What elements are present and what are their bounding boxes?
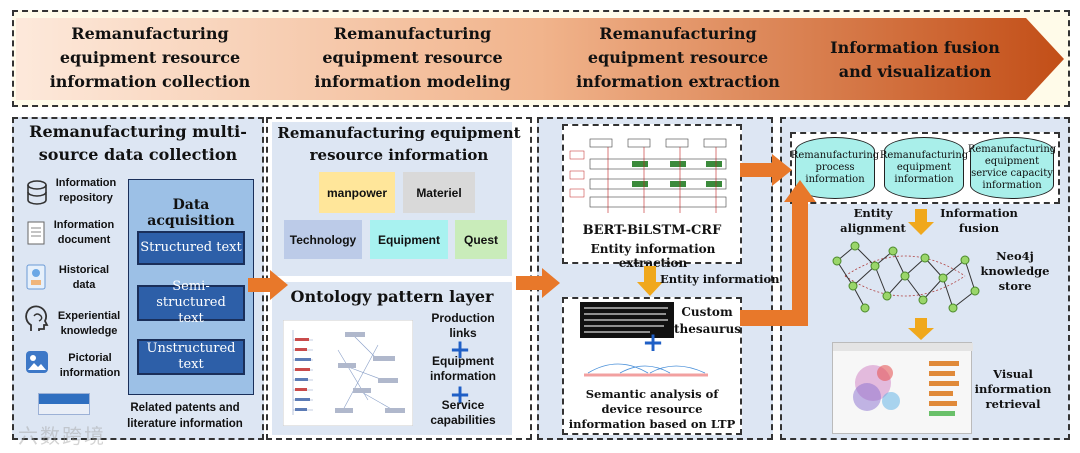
plus-icon: + — [642, 328, 664, 358]
ontology-production-links: Production links — [431, 311, 495, 340]
resource-info-title: Remanufacturing equipment resource infor… — [277, 124, 521, 164]
bert-model-caption: Entity information extraction — [590, 242, 716, 270]
stage-modeling-label: Remanufacturing equipment resource infor… — [314, 24, 511, 91]
database-icon — [27, 180, 47, 205]
thesaurus-label: Custom thesaurus — [674, 305, 741, 336]
knowledge-graph-image — [832, 241, 980, 313]
process-information-database: Remanufacturing process information — [791, 137, 879, 199]
ontology-title: Ontology pattern layer — [290, 287, 494, 306]
collection-title: Remanufacturing multi-source data collec… — [29, 122, 247, 164]
bert-model-label: BERT-BiLSTM-CRF — [582, 223, 722, 238]
visualization-cluster-image — [833, 343, 973, 416]
source-label-document: Information document — [53, 219, 115, 246]
model-subpanel — [562, 124, 742, 264]
head-brain-icon — [25, 305, 49, 331]
source-label-historical: Historical data — [58, 264, 110, 291]
data-acquisition-title: Data acquisition — [147, 197, 235, 229]
semantic-analysis-label: Semantic analysis of device resource inf… — [568, 387, 736, 431]
stage-extraction-label: Remanufacturing equipment resource infor… — [576, 24, 780, 91]
unstructured-text-box: Unstructured text — [137, 339, 245, 375]
structured-text-box: Structured text — [137, 231, 245, 265]
source-label-experiential: Experiential knowledge — [57, 310, 121, 337]
source-label-repository: Information repository — [55, 177, 117, 204]
ontology-service-capabilities: Service capabilities — [430, 398, 496, 427]
source-label-pictorial: Pictorial information — [59, 352, 121, 379]
watermark-text: 六数跨境 — [18, 426, 106, 448]
visualization-screenshot — [832, 342, 973, 434]
tag-manpower: manpower — [319, 172, 395, 213]
thesaurus-image — [580, 302, 674, 338]
tag-technology: Technology — [284, 220, 362, 259]
picture-icon — [26, 351, 48, 373]
document-icon — [27, 221, 45, 245]
related-patents-label: Related patents and literature informati… — [127, 402, 243, 430]
tag-quest: Quest — [455, 220, 507, 259]
stage-band-arrow — [16, 18, 1064, 100]
tag-materiel: Materiel — [403, 172, 475, 213]
flow-arrow-modeling-to-extraction — [516, 268, 560, 298]
thesaurus-text-lines — [584, 307, 668, 333]
entity-alignment-label: Entity alignment — [840, 206, 906, 235]
down-arrow-icon — [637, 266, 663, 296]
plus-icon: + — [449, 380, 471, 410]
equipment-information-database: Remanufacturing equipment information — [880, 137, 968, 199]
historical-data-icon — [26, 264, 46, 290]
tag-equipment: Equipment — [370, 220, 448, 259]
visual-retrieval-label: Visual information retrieval — [974, 367, 1052, 411]
plus-icon: + — [449, 335, 471, 365]
flow-arrow-collection-to-modeling — [248, 270, 288, 300]
ontology-graph-image — [283, 320, 413, 426]
stage-collection-label: Remanufacturing equipment resource infor… — [49, 24, 251, 91]
bert-architecture-image — [569, 138, 727, 213]
semi-structured-text-box: Semi-structured text — [137, 279, 245, 326]
information-fusion-label: Information fusion — [940, 206, 1018, 235]
ltp-analysis-image — [580, 355, 712, 379]
neo4j-label: Neo4j knowledge store — [980, 249, 1050, 293]
flow-arrow-extraction-to-fusion-top — [740, 154, 792, 186]
down-arrow-icon — [908, 318, 934, 340]
service-capacity-database: Remanufacturing equipment service capaci… — [968, 137, 1056, 199]
entity-information-label: Entity information — [660, 272, 780, 286]
flow-arrow-ltp-to-fusion — [740, 180, 816, 326]
stage-fusion-label: Information fusion and visualization — [830, 38, 1000, 81]
patent-logo-icon — [38, 393, 90, 415]
down-arrow-icon — [908, 209, 934, 235]
ontology-equipment-information: Equipment information — [430, 354, 496, 383]
